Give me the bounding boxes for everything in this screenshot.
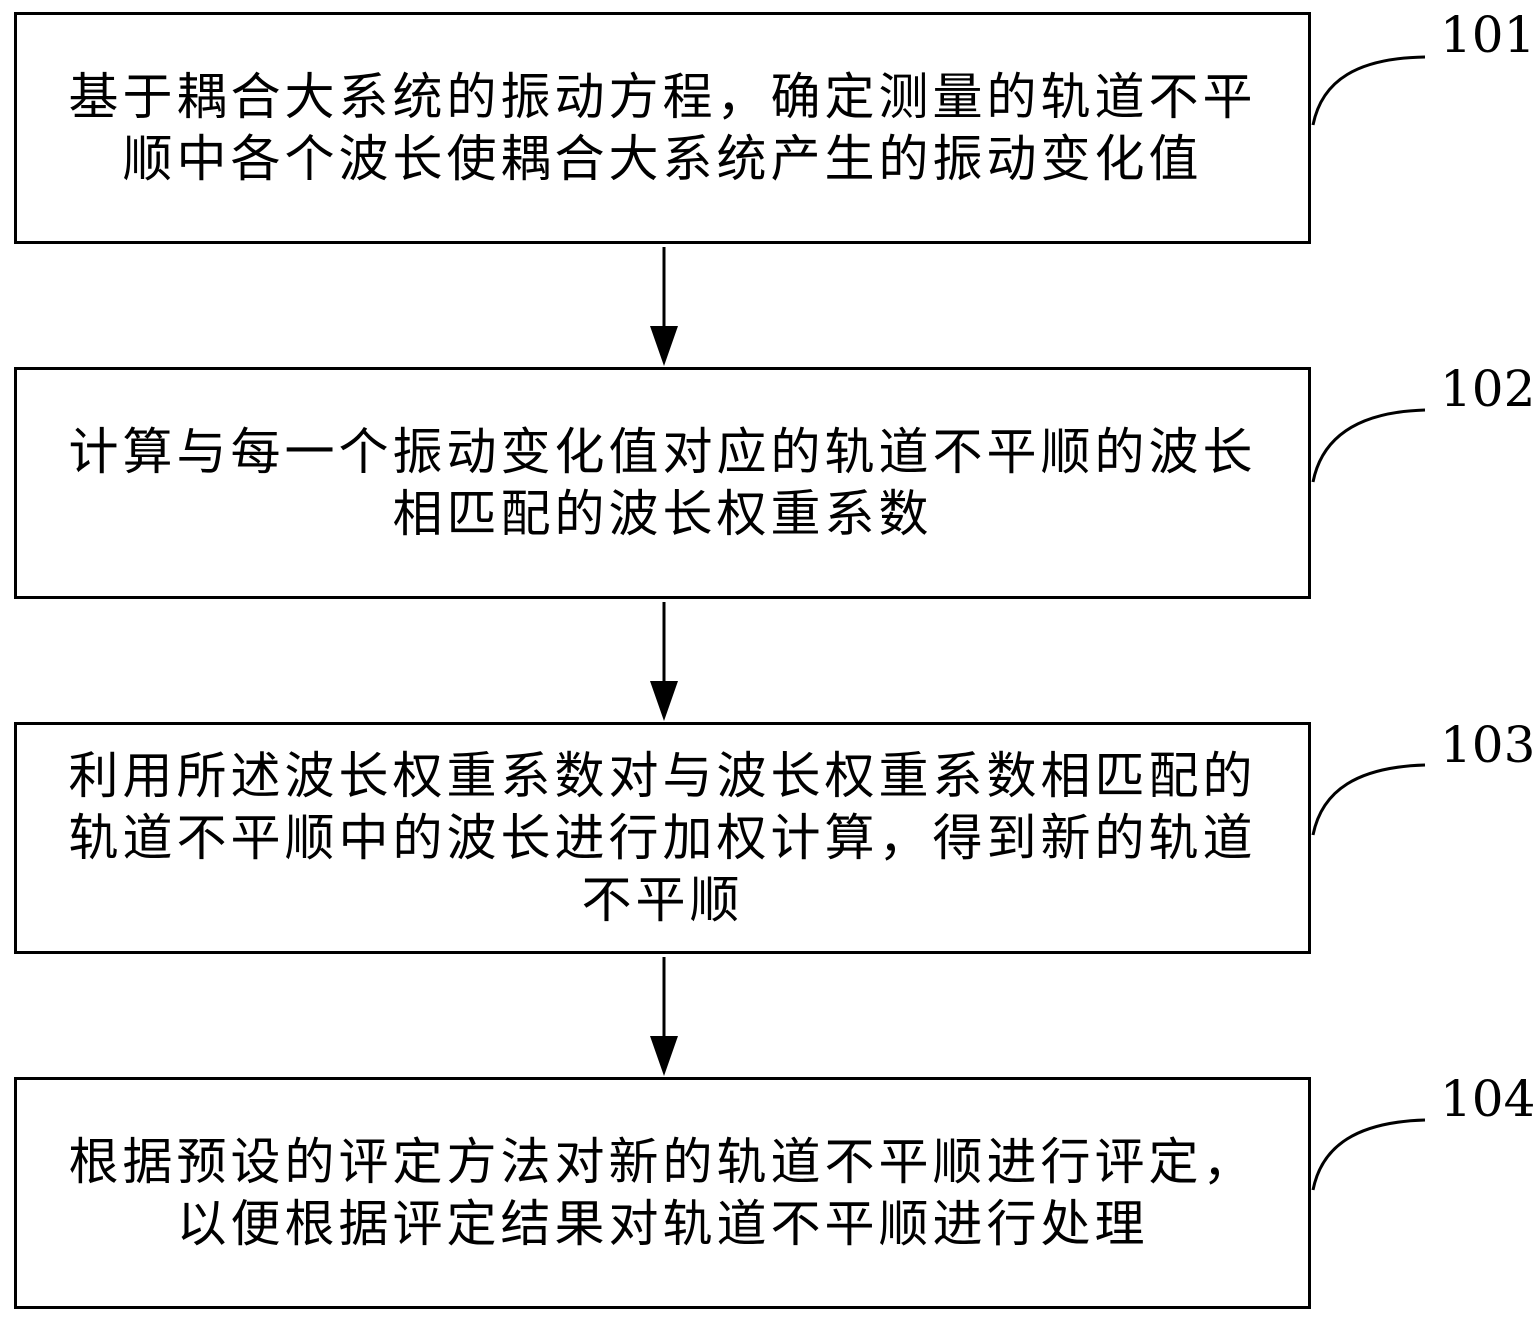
step-text-103: 利用所述波长权重系数对与波长权重系数相匹配的轨道不平顺中的波长进行加权计算，得到… [48,745,1278,931]
arrow-101-to-102 [650,247,678,366]
arrow-103-to-104 [650,957,678,1076]
step-box-102: 计算与每一个振动变化值对应的轨道不平顺的波长相匹配的波长权重系数 [14,367,1311,599]
step-box-104: 根据预设的评定方法对新的轨道不平顺进行评定，以便根据评定结果对轨道不平顺进行处理 [14,1077,1311,1309]
step-label-101: 101 [1440,10,1535,60]
arrow-102-to-103 [650,602,678,721]
leader-line-102 [1313,410,1425,482]
leader-line-104 [1313,1120,1425,1190]
leader-line-103 [1313,765,1425,835]
step-box-101: 基于耦合大系统的振动方程，确定测量的轨道不平顺中各个波长使耦合大系统产生的振动变… [14,12,1311,244]
step-text-102: 计算与每一个振动变化值对应的轨道不平顺的波长相匹配的波长权重系数 [48,421,1278,545]
step-label-103: 103 [1440,720,1535,770]
step-text-101: 基于耦合大系统的振动方程，确定测量的轨道不平顺中各个波长使耦合大系统产生的振动变… [48,66,1278,190]
step-box-103: 利用所述波长权重系数对与波长权重系数相匹配的轨道不平顺中的波长进行加权计算，得到… [14,722,1311,954]
step-label-102: 102 [1440,364,1535,414]
step-text-104: 根据预设的评定方法对新的轨道不平顺进行评定，以便根据评定结果对轨道不平顺进行处理 [48,1131,1278,1255]
step-label-104: 104 [1440,1074,1535,1124]
leader-line-101 [1313,57,1425,125]
